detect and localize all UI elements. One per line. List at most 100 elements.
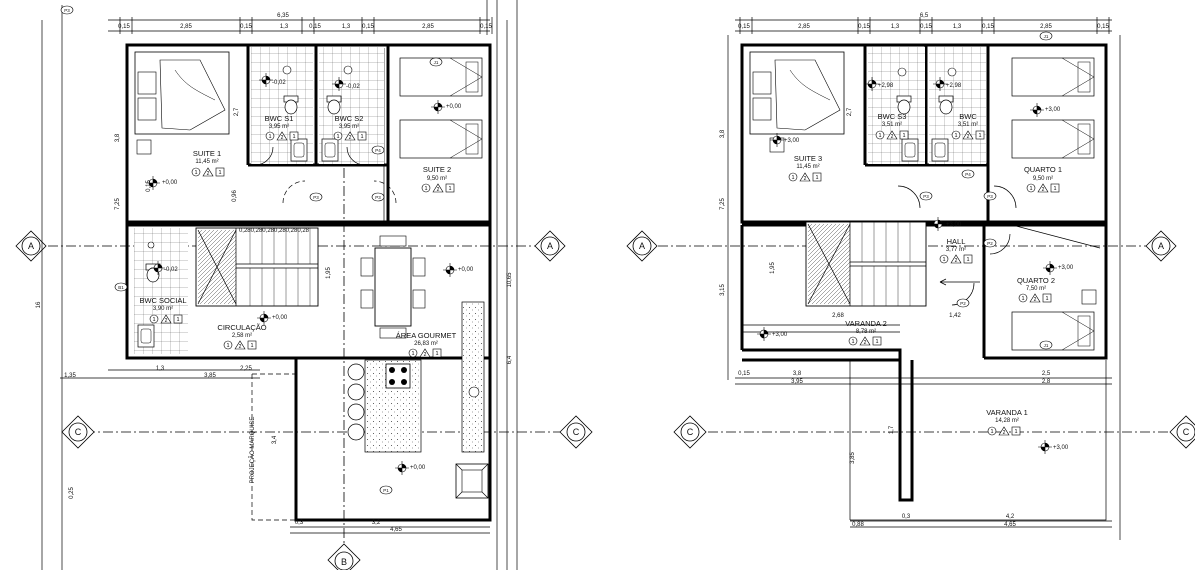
room-quarto1-label: QUARTO 1 bbox=[1024, 165, 1062, 174]
upper-dim-088: 0,88 bbox=[852, 522, 864, 528]
level-varanda2: +3,00 bbox=[772, 332, 788, 338]
axis-b-bubble: B bbox=[327, 543, 361, 570]
upper-dim-1: 0,15 bbox=[738, 24, 750, 30]
room-varanda2-area: 8,78 m² bbox=[856, 329, 876, 335]
quarto1-bed-1 bbox=[1011, 57, 1095, 97]
ground-dim-1: 0,15 bbox=[118, 24, 130, 30]
quarto1-bed-2 bbox=[1011, 119, 1095, 159]
window-tag-j1: J1 bbox=[429, 57, 443, 67]
door-tag-p4-upper: P4 bbox=[961, 169, 975, 179]
ground-dim-32: 3,2 bbox=[372, 520, 381, 526]
room-bwc-s2-label: BWC S2 bbox=[335, 114, 364, 123]
ground-dim-3: 0,15 bbox=[240, 24, 252, 30]
level-hall: +3,00 bbox=[946, 222, 962, 228]
room-quarto2-area: 7,50 m² bbox=[1026, 286, 1046, 292]
ground-dim-6: 1,3 bbox=[342, 24, 351, 30]
room-bwc-social-area: 3,90 m² bbox=[153, 306, 173, 312]
upper-dim-8: 2,85 bbox=[1040, 24, 1052, 30]
upper-stairs bbox=[805, 221, 927, 307]
upper-dim-3: 0,15 bbox=[858, 24, 870, 30]
upper-dim-27: 2,7 bbox=[847, 107, 853, 116]
room-bwc-s1-label: BWC S1 bbox=[265, 114, 294, 123]
window-tag-b1: B1 bbox=[114, 282, 128, 292]
svg-text:A: A bbox=[1158, 241, 1164, 251]
room-quarto2-label: QUARTO 2 bbox=[1017, 276, 1055, 285]
svg-text:P3: P3 bbox=[987, 194, 993, 199]
door-tag-p2-upper: P2 bbox=[983, 238, 997, 248]
svg-text:J1: J1 bbox=[434, 60, 439, 65]
level-gourmet: +0,00 bbox=[458, 267, 474, 273]
upper-dim-38: 3,8 bbox=[793, 371, 802, 377]
svg-text:P3: P3 bbox=[375, 195, 381, 200]
ground-dim-225: 2,25 bbox=[240, 366, 252, 372]
svg-text:P2: P2 bbox=[987, 241, 993, 246]
window-tag-j1-upper-2: J1 bbox=[1039, 340, 1053, 350]
suite1-bed bbox=[134, 51, 230, 155]
svg-text:A: A bbox=[547, 241, 553, 251]
ground-dim-03: 0,3 bbox=[295, 520, 304, 526]
upper-dim-2: 2,85 bbox=[798, 24, 810, 30]
level-suite3: +3,00 bbox=[784, 138, 800, 144]
svg-text:A: A bbox=[28, 241, 34, 251]
room-circulacao-area: 2,58 m² bbox=[232, 333, 252, 339]
room-varanda1-area: 14,28 m² bbox=[995, 418, 1019, 424]
upper-dim-465: 4,65 bbox=[1004, 522, 1016, 528]
ground-dim-4: 1,3 bbox=[280, 24, 289, 30]
svg-text:C: C bbox=[75, 427, 82, 437]
ground-stairs bbox=[195, 227, 319, 307]
upper-dim-9: 0,15 bbox=[1097, 24, 1109, 30]
level-circulacao: +0,00 bbox=[272, 315, 288, 321]
quarto2-bed bbox=[1011, 311, 1095, 351]
door-tag-p3-top: P3 bbox=[60, 5, 74, 15]
level-bwc-s3: +2,98 bbox=[878, 83, 894, 89]
ground-dim-suite-height: 3,8 bbox=[115, 133, 121, 142]
level-suite2: +0,00 bbox=[446, 104, 462, 110]
ground-dim-stair-steps: 0,280,280,280,280,280,28 bbox=[239, 228, 310, 234]
room-bwc-s1-area: 3,95 m² bbox=[269, 124, 289, 130]
ground-dim-1065: 10,65 bbox=[507, 272, 513, 288]
room-bwc-s2-area: 3,95 m² bbox=[339, 124, 359, 130]
svg-text:C: C bbox=[1183, 427, 1190, 437]
upper-dim-38-v: 3,8 bbox=[720, 129, 726, 138]
room-suite3-area: 11,45 m² bbox=[796, 164, 819, 170]
axis-a-bubble-mid-right: A bbox=[626, 230, 658, 262]
ground-dim-34: 3,4 bbox=[272, 435, 278, 444]
upper-dim-overall: 6,5 bbox=[920, 13, 929, 19]
ground-dim-725: 7,25 bbox=[115, 198, 121, 210]
level-suite1: +0,00 bbox=[162, 180, 178, 186]
svg-text:B: B bbox=[341, 557, 347, 567]
upper-dim-42: 4,2 bbox=[1006, 514, 1015, 520]
ground-dim-465: 4,65 bbox=[390, 527, 402, 533]
room-suite2-area: 9,50 m² bbox=[427, 176, 447, 182]
upper-dim-6: 1,3 bbox=[953, 24, 962, 30]
svg-text:P2: P2 bbox=[960, 301, 966, 306]
window-tag-j1-upper: J1 bbox=[1039, 31, 1053, 41]
door-tag-p3: P3 bbox=[309, 192, 323, 202]
svg-text:J1: J1 bbox=[1044, 343, 1049, 348]
axis-c-bubble-mid-right: C bbox=[673, 415, 707, 449]
upper-dim-385: 3,85 bbox=[850, 452, 856, 464]
upper-dim-28: 2,8 bbox=[1042, 379, 1051, 385]
svg-text:C: C bbox=[573, 427, 580, 437]
level-bwc-s1: -0,02 bbox=[272, 80, 286, 86]
room-hall-label: HALL bbox=[947, 237, 966, 246]
level-bwc: +2,98 bbox=[946, 83, 962, 89]
ground-dim-8: 2,85 bbox=[422, 24, 434, 30]
upper-dim-395: 3,95 bbox=[791, 379, 803, 385]
ground-floor-plan: P3 P3 P4 P1 P3 J1 B1 SUITE 1 11,45 m² bbox=[36, 0, 518, 570]
room-bwc-s3-label: BWC S3 bbox=[878, 112, 907, 121]
svg-text:P4: P4 bbox=[965, 172, 971, 177]
svg-text:C: C bbox=[687, 427, 694, 437]
upper-dim-268: 2,68 bbox=[832, 313, 844, 319]
room-bwc-area: 3,51 m² bbox=[958, 122, 978, 128]
svg-text:P4: P4 bbox=[375, 148, 381, 153]
svg-text:A: A bbox=[639, 241, 645, 251]
suite3-bed bbox=[749, 51, 845, 153]
ground-dim-385: 3,85 bbox=[204, 373, 216, 379]
level-quarto2: +3,00 bbox=[1058, 265, 1074, 271]
ground-dim-9: 0,15 bbox=[480, 24, 492, 30]
ground-dim-16: 16 bbox=[36, 301, 42, 308]
svg-text:B1: B1 bbox=[118, 285, 124, 290]
door-tag-p3-upper-2: P3 bbox=[983, 191, 997, 201]
room-suite3-label: SUITE 3 bbox=[794, 154, 822, 163]
